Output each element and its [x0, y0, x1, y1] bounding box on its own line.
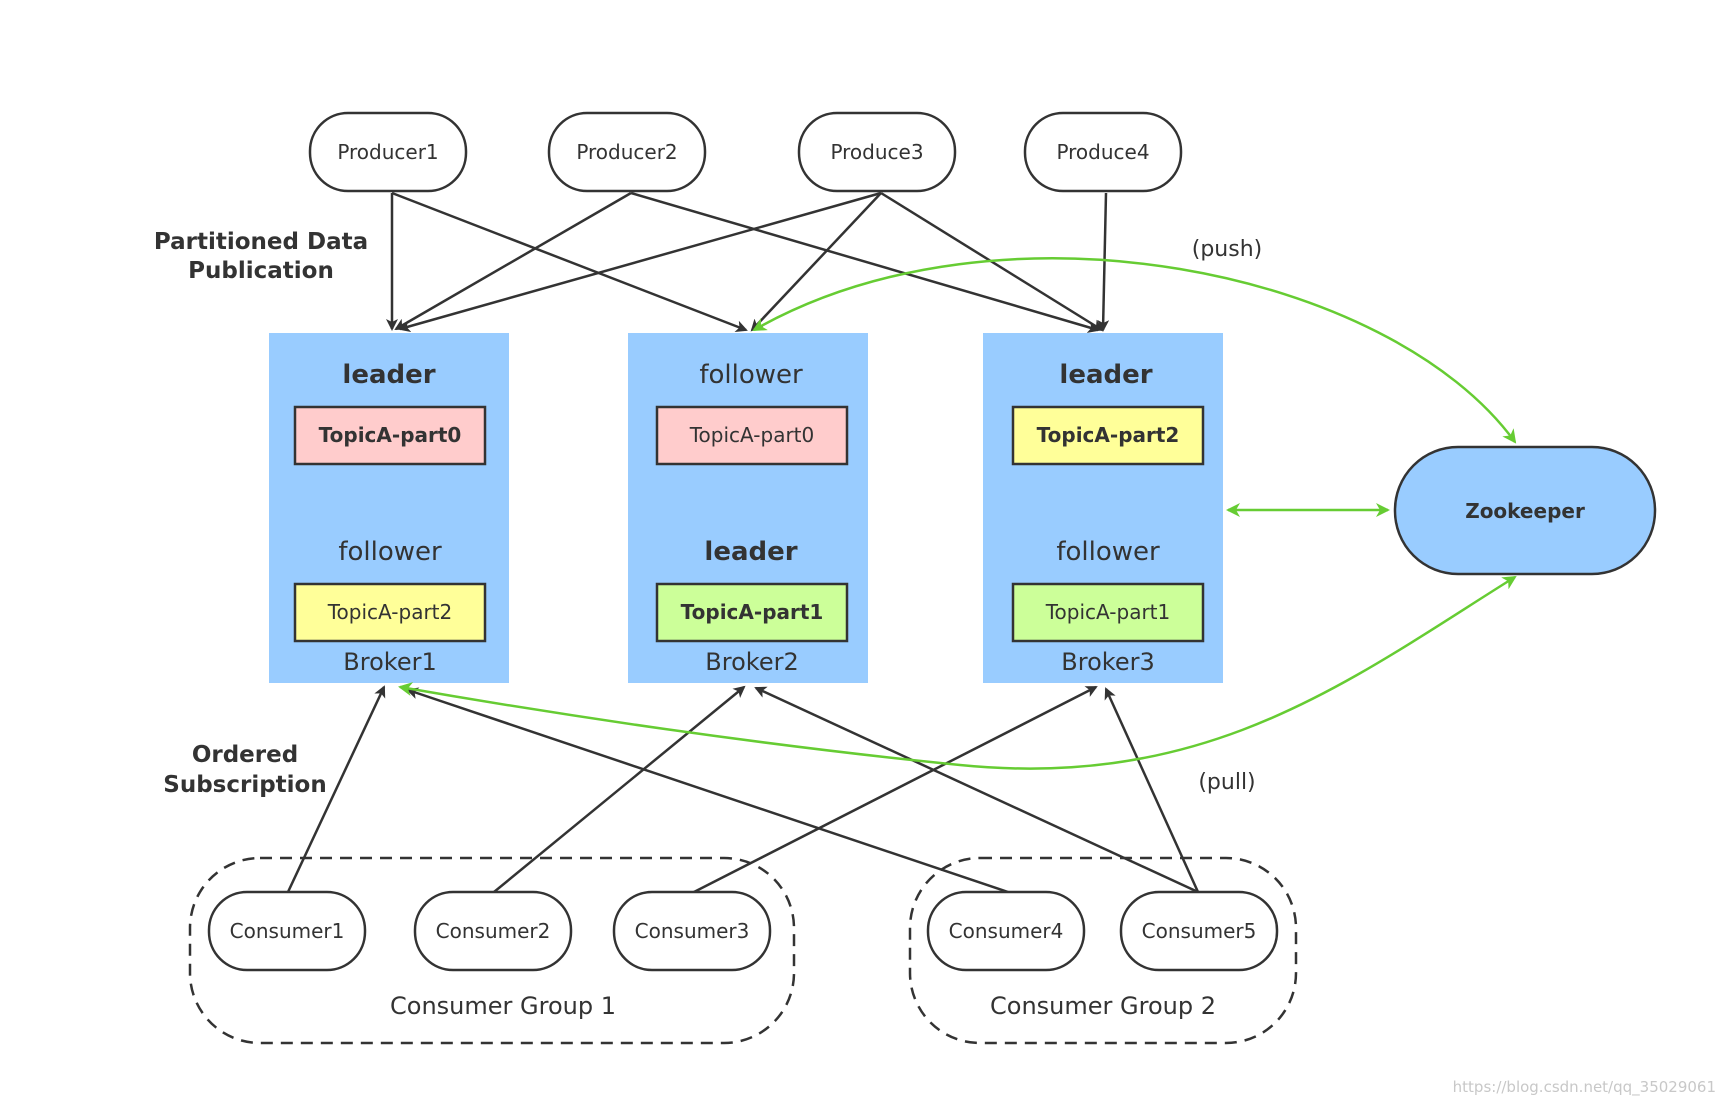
broker-1-top-role: leader — [342, 360, 435, 390]
consumer-4-label: Consumer4 — [949, 919, 1064, 943]
broker-2-top-partition: TopicA-part0 — [689, 423, 815, 447]
arrow-p3-b1 — [398, 191, 882, 333]
arrow-zk-broker1 — [398, 575, 1517, 770]
arrow-c2-b2 — [493, 685, 746, 893]
push-label: (push) — [1192, 237, 1262, 262]
arrow-p4-b3 — [1097, 192, 1110, 332]
broker-1-top-partition-box — [293, 405, 487, 466]
broker-1-name: Broker1 — [343, 648, 436, 676]
broker-1-top-partition: TopicA-part0 — [319, 423, 462, 447]
broker-1-bottom-role: follower — [338, 537, 442, 567]
consumer-4: Consumer4 — [926, 890, 1086, 972]
broker-2-bottom-role: leader — [704, 537, 797, 567]
broker-3-top-role: leader — [1059, 360, 1152, 390]
arrow-c3-b3 — [693, 685, 1098, 894]
consumer-group-2-label: Consumer Group 2 — [990, 992, 1216, 1020]
broker-3-top-partition: TopicA-part2 — [1037, 423, 1180, 447]
broker-1-bottom-partition: TopicA-part2 — [327, 600, 453, 624]
pull-label: (pull) — [1198, 770, 1255, 795]
publication-label-line1: Partitioned Data — [154, 229, 368, 255]
watermark: https://blog.csdn.net/qq_35029061 — [1453, 1078, 1716, 1097]
zookeeper-label: Zookeeper — [1465, 499, 1585, 523]
producer-3-label: Produce3 — [830, 140, 923, 164]
arrow-p1-b2 — [391, 191, 748, 332]
consumer-5-label: Consumer5 — [1142, 919, 1257, 943]
producer-3: Produce3 — [797, 111, 957, 193]
consumer-2: Consumer2 — [413, 890, 573, 972]
consumer-group-2: Consumer Group 2 — [908, 856, 1298, 1045]
subscription-label-line2: Subscription — [163, 772, 326, 798]
producer-4-label: Produce4 — [1056, 140, 1149, 164]
producer-1-label: Producer1 — [337, 140, 438, 164]
producer-2-label: Producer2 — [576, 140, 677, 164]
producer-4: Produce4 — [1023, 111, 1183, 193]
arrow-c4-b1 — [406, 687, 1009, 894]
arrow-zk-broker2 — [752, 257, 1517, 444]
producer-arrows — [386, 191, 1110, 333]
broker-3-name: Broker3 — [1061, 648, 1154, 676]
producer-1: Producer1 — [308, 111, 468, 193]
consumer-3: Consumer3 — [612, 890, 772, 972]
consumer-group-1: Consumer Group 1 — [188, 856, 796, 1045]
consumer-1: Consumer1 — [207, 890, 367, 972]
producer-2: Producer2 — [547, 111, 707, 193]
arrow-c5-b3 — [1104, 687, 1200, 893]
arrow-p3-b2 — [750, 192, 882, 332]
consumer-3-label: Consumer3 — [635, 919, 750, 943]
broker-3: leader TopicA-part2 follower TopicA-part… — [983, 333, 1223, 683]
zookeeper-arrows — [398, 257, 1517, 770]
subscription-label-line1: Ordered — [192, 742, 298, 768]
arrow-p2-b1 — [394, 191, 632, 331]
broker-1: leader TopicA-part0 follower TopicA-part… — [269, 333, 509, 683]
publication-label-line2: Publication — [188, 258, 334, 284]
consumer-1-label: Consumer1 — [230, 919, 345, 943]
arrow-p2-b3 — [630, 191, 1100, 333]
broker-3-bottom-role: follower — [1056, 537, 1160, 567]
zookeeper-node: Zookeeper — [1393, 445, 1657, 576]
consumer-2-label: Consumer2 — [436, 919, 551, 943]
broker-2: follower TopicA-part0 leader TopicA-part… — [628, 333, 868, 683]
arrow-c5-b2 — [754, 686, 1199, 894]
broker-2-bottom-partition: TopicA-part1 — [681, 600, 824, 624]
consumer-5: Consumer5 — [1119, 890, 1279, 972]
consumer-group-1-label: Consumer Group 1 — [390, 992, 616, 1020]
broker-2-name: Broker2 — [705, 648, 798, 676]
broker-3-bottom-partition: TopicA-part1 — [1045, 600, 1171, 624]
broker-2-top-role: follower — [699, 360, 803, 390]
